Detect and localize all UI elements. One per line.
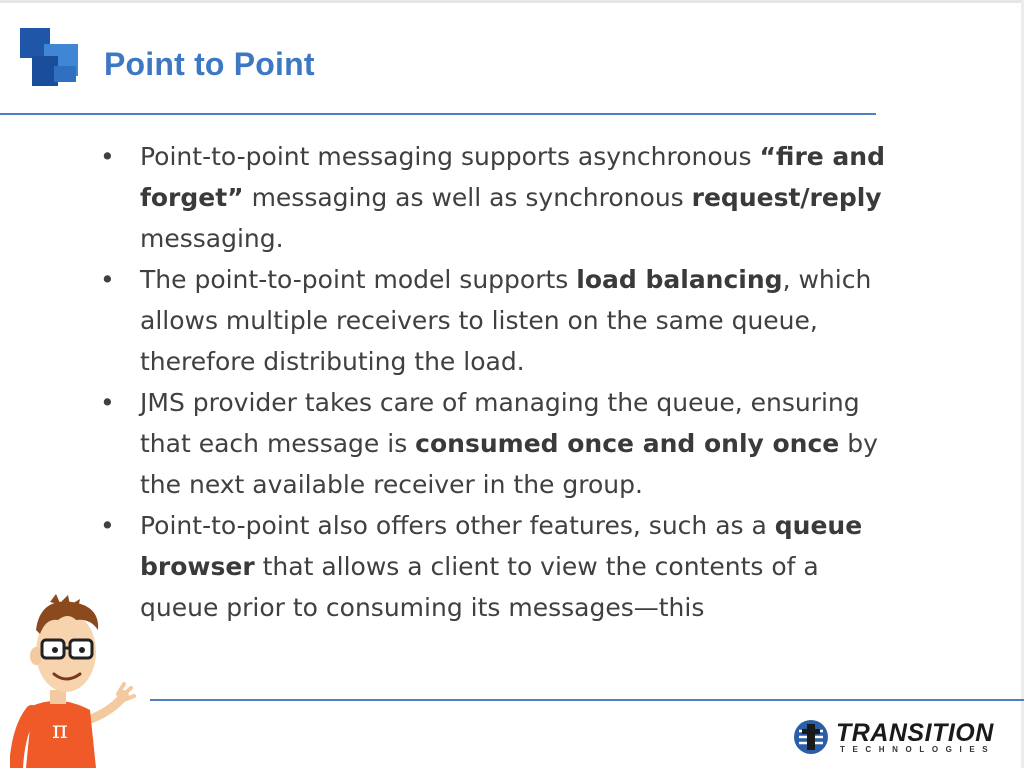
bullet-segment: The point-to-point model supports xyxy=(140,265,577,294)
mascot-shirt-symbol: π xyxy=(52,716,68,744)
bullet-item: • The point-to-point model supports load… xyxy=(100,259,900,382)
bullet-segment: Point-to-point messaging supports asynch… xyxy=(140,142,760,171)
bullet-item: • Point-to-point also offers other featu… xyxy=(100,505,900,628)
bullet-segment: messaging. xyxy=(140,224,284,253)
page-title: Point to Point xyxy=(104,46,315,82)
bullet-item: • Point-to-point messaging supports asyn… xyxy=(100,136,900,259)
company-logo-icon xyxy=(794,720,828,754)
bullet-segment: Point-to-point also offers other feature… xyxy=(140,511,775,540)
company-subname: TECHNOLOGIES xyxy=(840,745,996,754)
bullet-dot: • xyxy=(100,388,115,417)
company-logo: TRANSITION TECHNOLOGIES xyxy=(792,718,1012,758)
slide-top-border xyxy=(0,0,1024,3)
bullet-segment: that allows a client to view the content… xyxy=(140,552,819,622)
bullet-segment: , which allows multiple receivers to lis… xyxy=(140,265,872,376)
bullet-segment: messaging as well as synchronous xyxy=(243,183,692,212)
bullet-dot: • xyxy=(100,265,115,294)
bullet-segment-bold: “fire and forget” xyxy=(140,142,885,212)
bullet-segment-bold: queue browser xyxy=(140,511,863,581)
bullet-segment: by the next available receiver in the gr… xyxy=(140,429,878,499)
title-divider xyxy=(0,113,876,115)
bullet-dot: • xyxy=(100,511,115,540)
bullet-dot: • xyxy=(100,142,115,171)
footer-divider xyxy=(150,699,1024,701)
bullet-item: • JMS provider takes care of managing th… xyxy=(100,382,900,505)
bullet-segment-bold: load balancing xyxy=(576,265,783,294)
bullet-segment-bold: consumed once and only once xyxy=(415,429,840,458)
bullet-segment: JMS provider takes care of managing the … xyxy=(140,388,860,458)
logo-cubes-icon xyxy=(20,28,78,86)
mascot-character-icon: π xyxy=(10,594,136,768)
slide-right-border xyxy=(1021,0,1024,768)
bullet-list: • Point-to-point messaging supports asyn… xyxy=(100,136,900,628)
bullet-segment-bold: request/reply xyxy=(691,183,882,212)
company-name: TRANSITION xyxy=(836,719,994,747)
